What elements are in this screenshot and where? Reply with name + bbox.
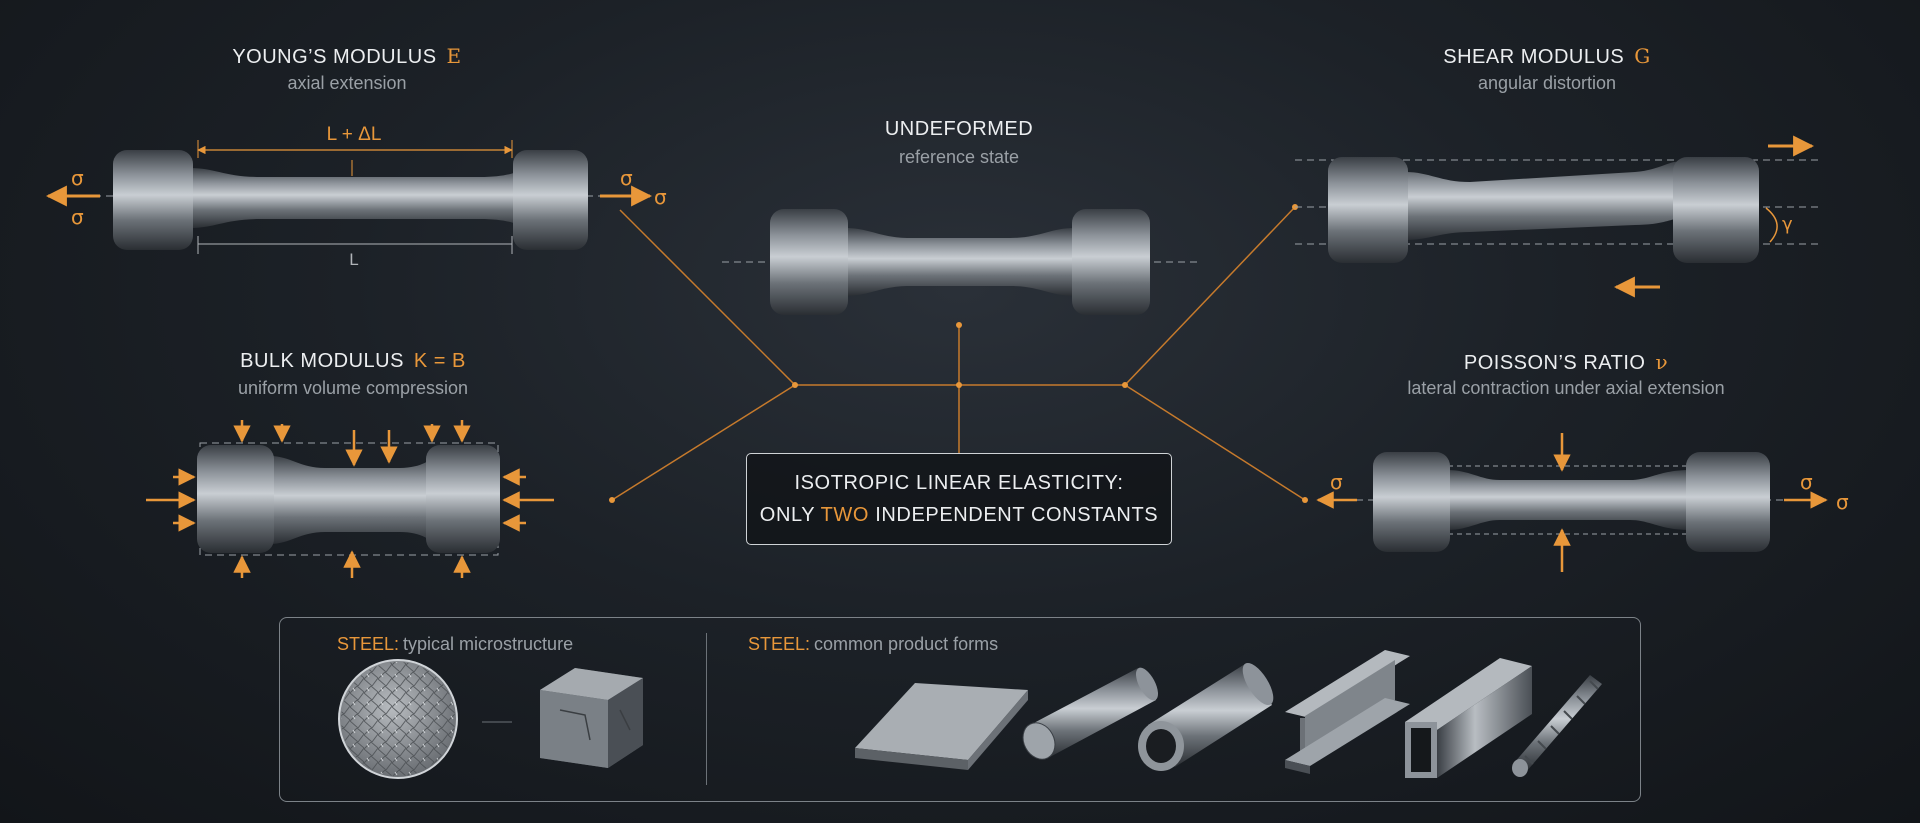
- steel-panel: [279, 617, 1641, 802]
- steel-plate: [855, 683, 1028, 770]
- undeformed-title: UNDEFORMED: [884, 118, 1034, 140]
- poisson-sigma-left: σ: [1330, 470, 1343, 494]
- poisson-sigma-right-top: σ: [1800, 470, 1813, 494]
- microstructure-disc: [338, 659, 512, 779]
- bulk-specimen: [146, 420, 554, 578]
- poisson-title: POISSON’S RATIO ν: [1464, 350, 1668, 375]
- youngs-title-text: YOUNG’S MODULUS: [232, 46, 437, 68]
- poisson-specimen: [1316, 433, 1828, 572]
- shear-title-text: SHEAR MODULUS: [1443, 46, 1625, 68]
- youngs-sigma-right-top: σ: [620, 166, 633, 190]
- youngs-sigma-left-top: σ: [71, 166, 84, 190]
- shear-symbol: G: [1634, 44, 1651, 68]
- shear-specimen: [1295, 135, 1820, 298]
- summary-line-1: ISOTROPIC LINEAR ELASTICITY:: [794, 472, 1124, 494]
- product-forms-heading: STEEL:common product forms: [748, 634, 998, 655]
- forms-label: common product forms: [814, 634, 999, 654]
- forms-steel-tag: STEEL:: [748, 634, 811, 654]
- bulk-symbol: K = B: [413, 350, 466, 372]
- youngs-dim-top: L + ΔL: [326, 124, 382, 145]
- undeformed-subtitle: reference state: [898, 147, 1020, 167]
- youngs-symbol: E: [446, 44, 462, 68]
- steel-i-beam: [1285, 650, 1410, 774]
- youngs-specimen: [45, 140, 653, 254]
- connector-lines: [611, 206, 1306, 501]
- bulk-title-text: BULK MODULUS: [240, 350, 404, 372]
- summary-line-2: ONLY TWO INDEPENDENT CONSTANTS: [760, 499, 1158, 531]
- micro-label: typical microstructure: [403, 634, 574, 654]
- shear-title: SHEAR MODULUS G: [1443, 44, 1650, 69]
- summary-box: ISOTROPIC LINEAR ELASTICITY: ONLY TWO IN…: [746, 453, 1172, 545]
- summary-line-2-post: INDEPENDENT CONSTANTS: [869, 504, 1159, 526]
- summary-highlight: TWO: [820, 504, 870, 526]
- microstructure-heading: STEEL:typical microstructure: [337, 634, 573, 655]
- youngs-sigma-left-bottom: σ: [71, 205, 84, 229]
- microstructure-cube: [540, 668, 643, 768]
- bulk-subtitle: uniform volume compression: [237, 378, 469, 398]
- youngs-sigma-right: σ: [654, 185, 667, 209]
- connector-dots: [609, 204, 1308, 503]
- shear-angle-gamma: γ: [1782, 214, 1793, 235]
- bulk-title: BULK MODULUS K = B: [240, 350, 466, 373]
- steel-round-bar: [1022, 667, 1159, 760]
- youngs-dim-bottom: L: [349, 250, 359, 269]
- poisson-subtitle: lateral contraction under axial extensio…: [1407, 378, 1725, 398]
- micro-steel-tag: STEEL:: [337, 634, 400, 654]
- poisson-symbol: ν: [1655, 350, 1669, 374]
- poisson-sigma-right: σ: [1836, 490, 1849, 514]
- steel-pipe: [1138, 662, 1274, 771]
- steel-rebar: [1512, 675, 1602, 777]
- youngs-title: YOUNG’S MODULUS E: [232, 44, 461, 69]
- summary-line-2-pre: ONLY: [759, 504, 821, 526]
- poisson-title-text: POISSON’S RATIO: [1463, 352, 1646, 374]
- shear-subtitle: angular distortion: [1477, 73, 1617, 93]
- undeformed-specimen: [722, 209, 1198, 315]
- panel-divider: [706, 633, 707, 785]
- youngs-subtitle: axial extension: [287, 73, 407, 93]
- steel-square-tube: [1405, 658, 1532, 778]
